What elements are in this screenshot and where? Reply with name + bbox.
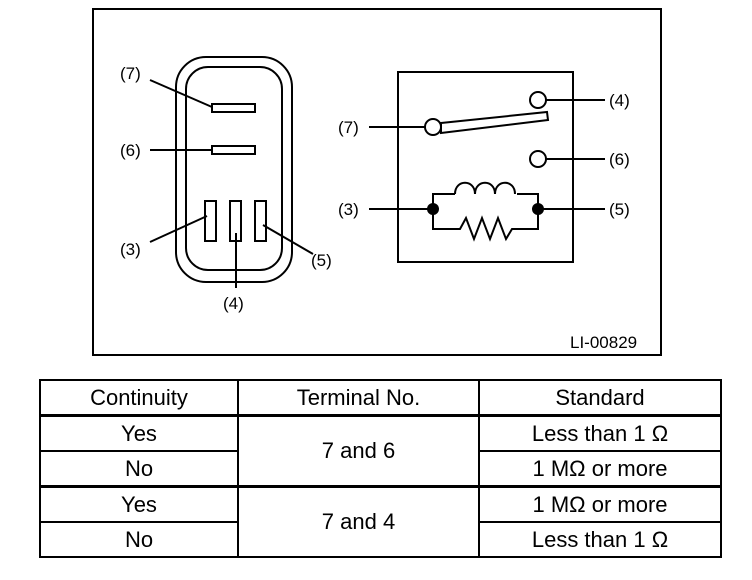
relay-coil [454, 181, 516, 195]
connector-pin-3 [204, 200, 217, 242]
relay-diagram: (7) (6) (3) (4) (5) (7) (4) (6) (3) (5) … [92, 8, 662, 356]
continuity-cell: Yes [39, 414, 239, 452]
standard-cell: Less than 1 Ω [478, 521, 722, 558]
leader-line-5 [262, 224, 314, 255]
header-continuity: Continuity [39, 379, 239, 417]
relay-terminal-4 [529, 91, 547, 109]
table-row: No Less than 1 Ω [39, 521, 722, 558]
relay-label-4: (4) [609, 91, 630, 110]
continuity-table: Continuity Terminal No. Standard Yes 7 a… [39, 379, 722, 558]
relay-node-3 [427, 203, 439, 215]
table-header-row: Continuity Terminal No. Standard [39, 379, 722, 417]
continuity-cell: Yes [39, 485, 239, 523]
relay-label-7: (7) [338, 118, 359, 137]
relay-body [397, 71, 574, 263]
relay-label-5: (5) [609, 200, 630, 219]
connector-pin-7 [211, 103, 256, 113]
figure-frame [92, 8, 662, 356]
relay-node-5 [532, 203, 544, 215]
leader-line-7 [149, 79, 213, 108]
header-standard: Standard [478, 379, 722, 417]
continuity-cell: No [39, 450, 239, 488]
connector-label-3: (3) [120, 240, 141, 259]
relay-terminal-6 [529, 150, 547, 168]
connector-label-7: (7) [120, 64, 141, 83]
figure-id-label: LI-00829 [570, 333, 637, 352]
table-row: No 1 MΩ or more [39, 450, 722, 488]
table-row: Yes 7 and 4 1 MΩ or more [39, 485, 722, 558]
connector-pin-6 [211, 145, 256, 155]
continuity-cell: No [39, 521, 239, 558]
connector-outer-shell [175, 56, 293, 283]
leader-line-3 [149, 215, 208, 243]
connector-label-4: (4) [223, 294, 244, 313]
standard-cell: 1 MΩ or more [478, 485, 722, 523]
standard-cell: Less than 1 Ω [478, 414, 722, 452]
connector-face [149, 56, 314, 288]
terminal-cell: 7 and 6 [237, 414, 480, 488]
terminal-cell: 7 and 4 [237, 485, 480, 558]
relay-switch-arm [440, 110, 550, 135]
standard-cell: 1 MΩ or more [478, 450, 722, 488]
relay-terminal-7 [424, 118, 442, 136]
table-row: Yes 7 and 6 Less than 1 Ω [39, 414, 722, 488]
header-terminal: Terminal No. [237, 379, 480, 417]
connector-pin-5 [254, 200, 267, 242]
resistor-wire [432, 209, 539, 242]
relay-schematic [369, 71, 605, 263]
relay-label-6: (6) [609, 150, 630, 169]
relay-label-3: (3) [338, 200, 359, 219]
connector-inner-shell [185, 66, 283, 271]
connector-label-5: (5) [311, 251, 332, 270]
connector-label-6: (6) [120, 141, 141, 160]
